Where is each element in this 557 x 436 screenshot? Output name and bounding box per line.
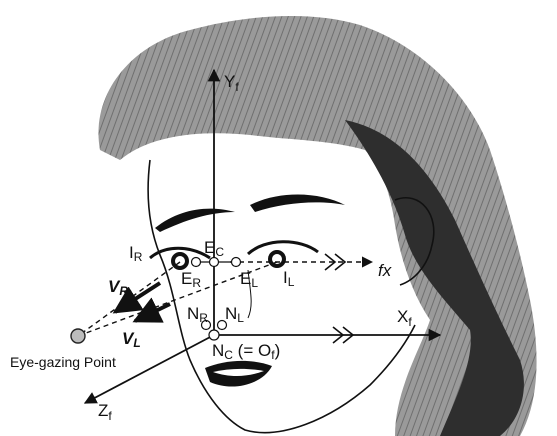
vr-label: VR xyxy=(108,277,128,298)
ec-label: EC xyxy=(204,238,224,259)
nc-point xyxy=(209,330,219,340)
er-label: ER xyxy=(181,269,201,290)
ir-label: IR xyxy=(129,243,143,264)
right-eyebrow xyxy=(155,209,235,232)
fx-label: fx xyxy=(378,261,392,280)
eye-gazing-point-marker xyxy=(71,329,85,343)
eye-gazing-point-label: Eye-gazing Point xyxy=(10,354,116,370)
right-eye xyxy=(150,248,210,268)
er-point xyxy=(192,258,201,267)
il-label: IL xyxy=(283,268,295,289)
zf-axis-label: Zf xyxy=(98,401,112,423)
vr-dashed-line xyxy=(78,262,180,336)
nr-label: NR xyxy=(187,304,208,325)
el-label: EL xyxy=(240,269,258,290)
vl-label: VL xyxy=(122,329,141,350)
xf-axis-label: Xf xyxy=(397,307,412,329)
mouth-illustration xyxy=(205,361,272,387)
nl-label: NL xyxy=(225,304,244,325)
left-eyebrow xyxy=(250,194,345,212)
el-point xyxy=(232,258,241,267)
nc-label: NC (= Of) xyxy=(212,341,280,362)
